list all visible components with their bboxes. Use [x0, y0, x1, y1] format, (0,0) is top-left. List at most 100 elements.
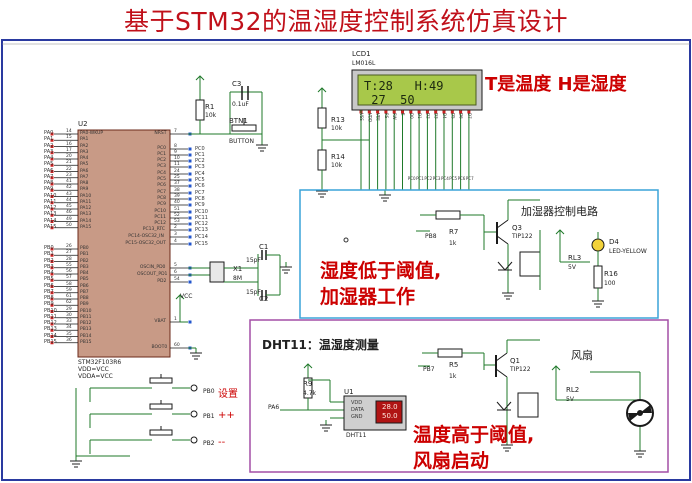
mcu-power-1: VDD=VCC — [78, 366, 109, 373]
mcu-left-net-PB0: PB0 — [44, 245, 54, 251]
mcu-left-pin-name: PA2 — [80, 143, 89, 149]
mcu-right-pin-name: PC10 — [154, 209, 166, 214]
mcu-right-pin-number: 37 — [174, 181, 180, 186]
q1-value: TIP122 — [510, 366, 531, 373]
r16-resistor — [593, 265, 603, 289]
dht-humid-readout: 50.0 — [382, 412, 398, 420]
mcu-right-pin-marker — [188, 147, 192, 151]
button-net-pb0: PB0 — [203, 388, 215, 395]
mcu-left-pin-name: PA6 — [80, 168, 89, 174]
mcu-right-pin-name: PD2 — [157, 279, 167, 284]
mcu-left-pin-marker — [50, 297, 54, 301]
mcu-right-pin-number: 52 — [174, 213, 180, 218]
mcu-left-pin-marker — [50, 132, 54, 136]
mcu-right-pin-marker — [188, 197, 192, 201]
mcu-left-pin-number: 14 — [66, 129, 72, 134]
lcd-pin-RW: RW — [392, 113, 398, 120]
mcu-right-pin-name: PC8 — [157, 196, 167, 201]
mcu-left-pin-marker — [50, 188, 54, 192]
mcu-left-pin-number: 21 — [66, 160, 72, 166]
mcu-right-pin-number: 5 — [174, 263, 177, 268]
mcu-right-pin-name: PC1 — [157, 152, 167, 157]
r9-ref: R9 — [303, 380, 313, 388]
mcu-right-pin-marker — [188, 165, 192, 169]
mcu-left-pin-marker — [50, 157, 54, 161]
r14-ref: R14 — [331, 153, 345, 161]
lcd-pin-D1: D1 — [417, 113, 423, 119]
mcu-left-pin-number: 58 — [66, 281, 72, 287]
button-terminal — [190, 410, 198, 418]
mcu-left-pin-marker — [50, 226, 54, 230]
mcu-right-pin-marker — [188, 184, 192, 188]
rl2-coil — [517, 392, 539, 418]
mcu-right-pin-number: 9 — [174, 150, 177, 155]
r16-value: 100 — [604, 280, 616, 287]
dht-pin-data: DATA — [351, 407, 364, 413]
lcd-pin-marker — [376, 110, 380, 114]
mcu-left-pin-name: PB10 — [80, 308, 92, 314]
lcd-net-label: PC4 — [441, 176, 449, 181]
mcu-left-pin-name: PB13 — [80, 327, 92, 333]
mcu-left-pin-number: 29 — [66, 306, 72, 312]
mcu-left-net-PB4: PB4 — [44, 270, 54, 276]
mcu-right-net-PC2: PC2 — [195, 158, 205, 164]
mcu-right-pin-name: NRST — [154, 131, 167, 136]
lcd-pin-D0: D0 — [408, 113, 414, 119]
lcd-annotation: T是温度 H是湿度 — [485, 74, 627, 95]
button-label-down: -- — [218, 437, 226, 448]
mcu-left-pin-number: 55 — [66, 262, 72, 268]
mcu-left-pin-marker — [50, 170, 54, 173]
mcu-right-pin-number: 53 — [174, 219, 180, 224]
btn1-value: BUTTON — [229, 138, 254, 145]
mcu-left-pin-name: PB15 — [80, 339, 92, 345]
mcu-right-pin-name: PC5 — [157, 177, 167, 182]
vcc-power — [175, 294, 185, 300]
r5-ref: R5 — [449, 361, 459, 369]
lcd-pin-D4: D4 — [442, 113, 447, 119]
mcu-right-pin-number: 11 — [174, 162, 180, 167]
r7-value: 1k — [449, 240, 457, 247]
mcu-right-pin-number: 40 — [174, 200, 180, 205]
mcu-right-pin-marker — [188, 191, 192, 195]
mcu-left-net-PA3: PA3 — [44, 148, 54, 155]
diode3 — [497, 261, 513, 271]
lcd-pin-marker — [417, 110, 421, 114]
mcu-right-pin-name: PC12 — [154, 221, 166, 226]
mcu-right-net-PC5: PC5 — [195, 177, 205, 183]
lcd-pin-D5: D5 — [450, 113, 456, 119]
mcu-left-pin-number: 59 — [66, 287, 72, 293]
mcu-left-pin-name: PA5 — [80, 162, 89, 168]
mcu-right-pin-number: 4 — [174, 239, 177, 244]
mcu-left-pin-marker — [50, 201, 54, 205]
c1-ref: C1 — [259, 243, 269, 251]
mcu-right-pin-name: PC13_RTC — [142, 227, 166, 232]
c3-value: 0.1uF — [232, 101, 249, 108]
lcd-pin-marker — [467, 110, 471, 114]
lcd-net-label: PC6 — [457, 176, 466, 181]
fan-blades — [628, 405, 652, 421]
mcu-left-pin-name: PA7 — [80, 174, 89, 180]
mcu-right-net-PC0: PC0 — [195, 146, 205, 152]
btn1-ref: BTN1 — [229, 117, 248, 125]
mcu-right-net-PC7: PC7 — [195, 190, 205, 196]
mcu-left-net-PB13: PB13 — [44, 326, 57, 333]
lcd-pin-D7: D7 — [466, 113, 472, 119]
mcu-left-pin-marker — [50, 285, 54, 288]
mcu-left-pin-name: PB1 — [80, 252, 89, 258]
mcu-right-pin-number: 24 — [174, 169, 180, 174]
mcu-right-net-PC4: PC4 — [195, 171, 205, 177]
mcu-power-2: VDDA=VCC — [78, 373, 113, 380]
r1-resistor — [195, 99, 205, 121]
mcu-left-net-PA4: PA4 — [44, 155, 54, 161]
pb8-net: PB8 — [425, 233, 437, 240]
lcd-pin-VEE: VEE — [375, 113, 381, 121]
mcu-left-pin-number: 30 — [66, 312, 72, 318]
mcu-right-pin-name: PC3 — [157, 164, 167, 169]
mcu-left-pin-marker — [50, 291, 54, 295]
u1-ref: U1 — [344, 388, 354, 396]
mcu-right-pin-number: 2 — [174, 225, 177, 230]
mcu-left-net-PA9: PA9 — [44, 186, 54, 193]
mcu-body — [77, 129, 171, 358]
mcu-left-pin-marker — [50, 163, 54, 167]
